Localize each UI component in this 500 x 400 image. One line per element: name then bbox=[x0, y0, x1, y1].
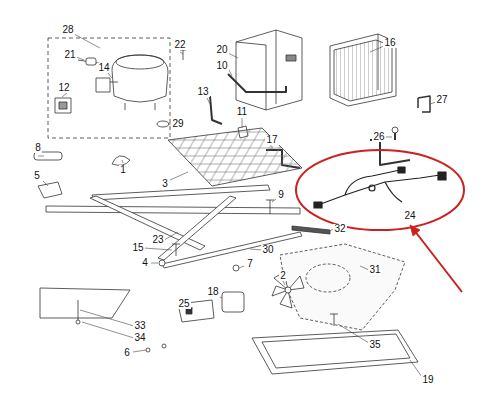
callout-number: 34 bbox=[133, 333, 146, 343]
callout-number: 12 bbox=[57, 83, 70, 93]
callout-number: 2 bbox=[279, 271, 287, 281]
callout-number: 22 bbox=[173, 40, 186, 50]
highlight-ellipse bbox=[296, 150, 464, 230]
fan-shroud bbox=[236, 30, 302, 110]
callout-number: 3 bbox=[161, 179, 169, 189]
callout-number: 17 bbox=[265, 135, 278, 145]
screw bbox=[266, 200, 274, 214]
sleeve bbox=[34, 152, 62, 160]
callout-number: 5 bbox=[33, 171, 41, 181]
callout-number: 32 bbox=[333, 224, 346, 234]
screw bbox=[146, 348, 150, 352]
bracket bbox=[38, 182, 62, 198]
plate bbox=[40, 288, 130, 318]
callout-number: 20 bbox=[215, 45, 228, 55]
callout-number: 13 bbox=[196, 87, 209, 97]
bolt bbox=[180, 50, 186, 60]
callout-number: 1 bbox=[119, 165, 127, 175]
callout-number: 28 bbox=[61, 25, 74, 35]
fan-blade bbox=[272, 272, 304, 308]
callout-number: 10 bbox=[215, 61, 228, 71]
coil bbox=[168, 128, 302, 186]
screw bbox=[233, 265, 239, 271]
callout-number: 31 bbox=[368, 265, 381, 275]
arrow-head bbox=[410, 225, 420, 236]
bracket bbox=[418, 96, 430, 112]
grommet bbox=[157, 121, 169, 127]
fan-motor bbox=[222, 292, 244, 312]
callout-number: 19 bbox=[421, 375, 434, 385]
callout-number: 6 bbox=[123, 348, 131, 358]
screw bbox=[330, 314, 338, 326]
callout-number: 23 bbox=[151, 235, 164, 245]
callout-number: 18 bbox=[206, 287, 219, 297]
leader-lines bbox=[38, 34, 436, 377]
compressor bbox=[106, 55, 168, 110]
callout-number: 30 bbox=[261, 245, 274, 255]
callout-number: 4 bbox=[141, 258, 149, 268]
tube bbox=[228, 74, 286, 92]
callout-number: 24 bbox=[403, 211, 416, 221]
screw bbox=[162, 344, 166, 348]
callout-number: 21 bbox=[63, 50, 76, 60]
callout-number: 16 bbox=[383, 38, 396, 48]
bracket bbox=[178, 300, 214, 322]
tube bbox=[370, 132, 410, 165]
screw bbox=[172, 244, 180, 256]
callout-number: 33 bbox=[133, 321, 146, 331]
tube bbox=[210, 96, 222, 124]
overload-relay bbox=[55, 58, 110, 113]
callout-number: 25 bbox=[177, 299, 190, 309]
callout-number: 35 bbox=[368, 340, 381, 350]
callout-number: 7 bbox=[246, 259, 254, 269]
wire-harness bbox=[314, 167, 446, 208]
screw bbox=[76, 320, 80, 324]
callout-number: 26 bbox=[372, 132, 385, 142]
callout-number: 15 bbox=[131, 243, 144, 253]
highlight-arrow bbox=[414, 230, 462, 292]
group-outline bbox=[48, 38, 170, 138]
frame bbox=[46, 185, 300, 260]
callout-number: 8 bbox=[34, 143, 42, 153]
callout-number: 11 bbox=[236, 107, 248, 117]
drain-pan bbox=[252, 330, 418, 374]
wire-loop bbox=[112, 156, 130, 166]
callout-number: 9 bbox=[277, 190, 285, 200]
condenser bbox=[330, 34, 396, 106]
callout-number: 14 bbox=[97, 63, 110, 73]
callout-number: 27 bbox=[435, 95, 448, 105]
screw bbox=[159, 260, 165, 266]
callout-number: 29 bbox=[171, 119, 184, 129]
